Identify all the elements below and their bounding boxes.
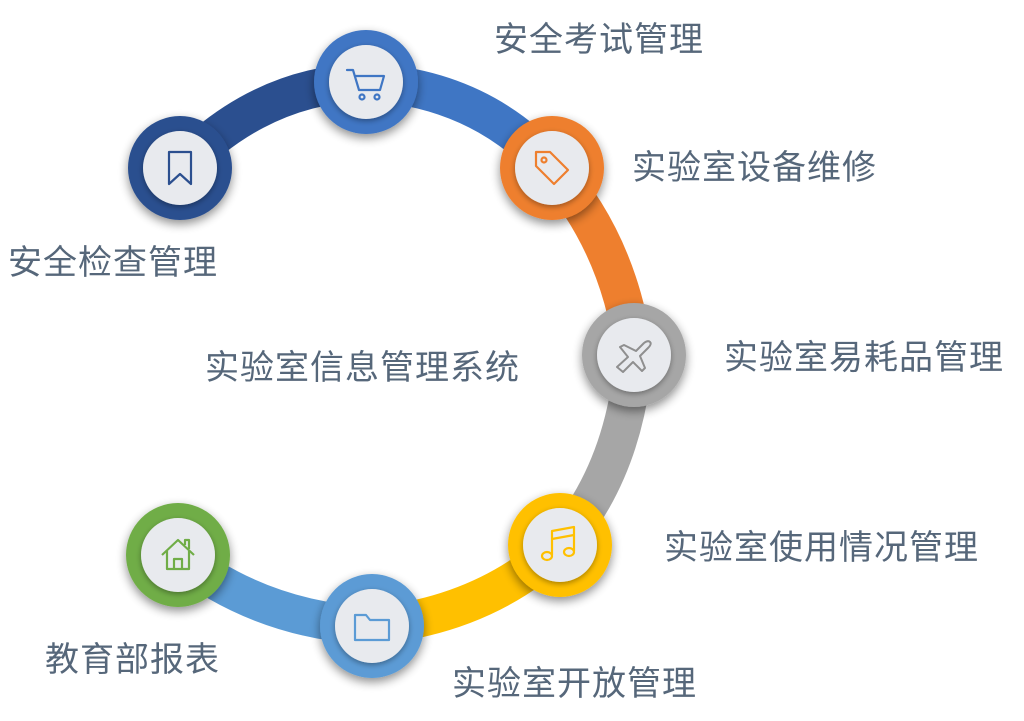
node-safety-exam[interactable] xyxy=(314,30,418,134)
airplane-icon xyxy=(616,340,652,373)
home-icon xyxy=(161,538,195,571)
label-ministry-report: 教育部报表 xyxy=(45,640,220,680)
bookmark-icon xyxy=(167,150,193,186)
center-title: 实验室信息管理系统 xyxy=(205,348,520,388)
label-usage-status: 实验室使用情况管理 xyxy=(664,528,979,568)
node-usage-status[interactable] xyxy=(508,493,612,597)
music-note-icon xyxy=(540,525,576,562)
node-consumables[interactable] xyxy=(582,303,686,407)
label-safety-exam: 安全考试管理 xyxy=(494,20,704,60)
shopping-cart-icon xyxy=(345,68,386,101)
label-consumables: 实验室易耗品管理 xyxy=(724,338,1004,378)
label-equipment-repair: 实验室设备维修 xyxy=(632,148,877,188)
tag-icon xyxy=(534,150,570,186)
label-open-management: 实验室开放管理 xyxy=(452,664,697,704)
node-safety-inspection[interactable] xyxy=(128,116,232,220)
node-ministry-report[interactable] xyxy=(126,503,230,607)
node-equipment-repair[interactable] xyxy=(500,116,604,220)
label-safety-inspection: 安全检查管理 xyxy=(8,243,218,283)
folder-icon xyxy=(353,613,391,642)
node-open-management[interactable] xyxy=(320,574,424,678)
